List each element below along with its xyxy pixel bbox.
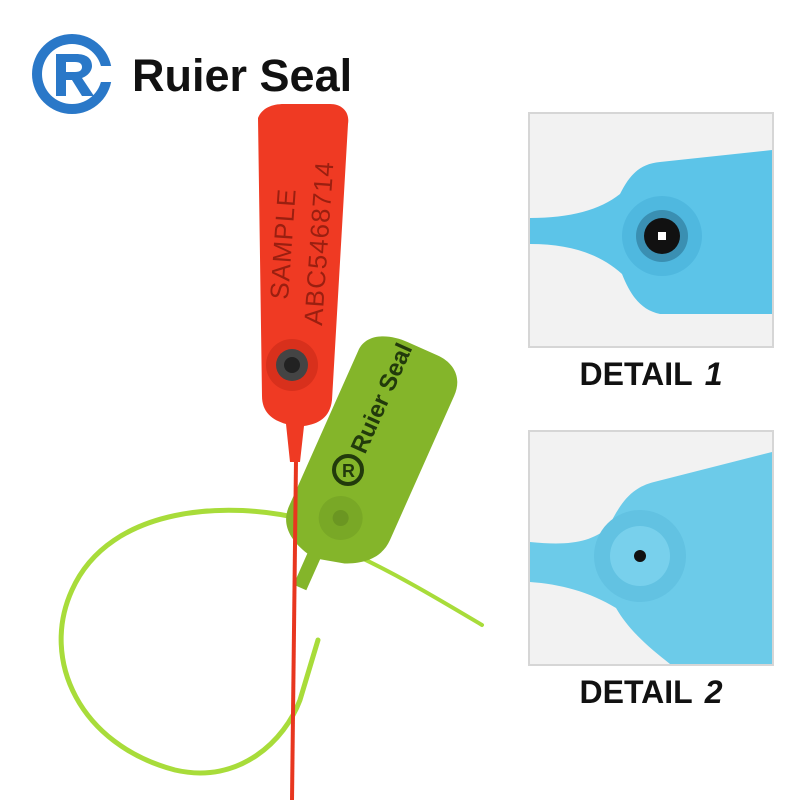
red-seal-tag <box>258 104 349 462</box>
product-photo: Ruier Seal R SAMPLE ABC5468714 <box>58 104 484 800</box>
detail-2-caption: DETAIL 2 <box>528 674 774 711</box>
detail-2-number: 2 <box>704 674 723 710</box>
green-seal-tag <box>286 336 458 591</box>
green-cable <box>58 507 321 776</box>
detail-2-label: DETAIL <box>579 674 693 710</box>
detail-2-image <box>528 430 774 666</box>
r-ring-logo-icon <box>32 34 120 114</box>
detail-1-seal <box>530 114 772 346</box>
brand-logo <box>32 34 120 114</box>
detail-1-number: 1 <box>704 356 723 392</box>
svg-text:R: R <box>342 461 355 481</box>
green-tag-logo-icon: R <box>332 454 364 486</box>
detail-1-label: DETAIL <box>579 356 693 392</box>
brand-name: Ruier Seal <box>132 50 353 101</box>
detail-1-image <box>528 112 774 348</box>
detail-2-seal <box>530 432 772 664</box>
detail-1-caption: DETAIL 1 <box>528 356 774 393</box>
red-cable <box>290 459 298 800</box>
